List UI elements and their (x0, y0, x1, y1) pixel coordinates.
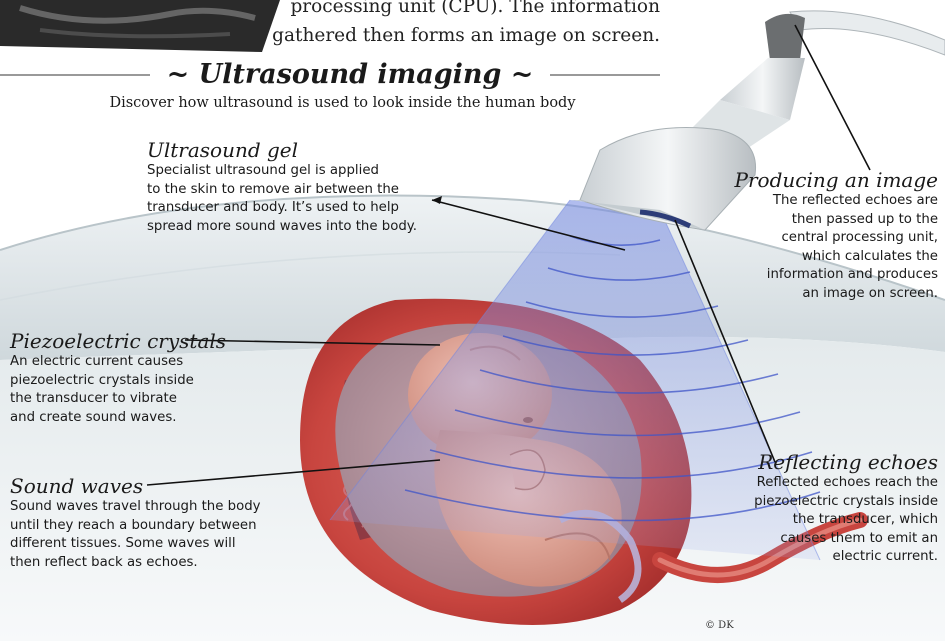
page-subtitle: Discover how ultrasound is used to look … (0, 93, 685, 113)
title-label: Ultrasound imaging (199, 59, 502, 90)
copyright-credit: © DK (705, 620, 734, 631)
label-body: The reflected echoes are then passed up … (700, 192, 938, 303)
label-body: An electric current causes piezoelectric… (10, 353, 230, 427)
title-ornament-right: ~ (501, 59, 533, 90)
label-heading: Producing an image (700, 168, 938, 192)
title-ornament-left: ~ (167, 59, 199, 90)
label-sound-waves: Sound waves Sound waves travel through t… (10, 474, 320, 572)
label-body: Reflected echoes reach the piezoelectric… (690, 474, 938, 567)
label-heading: Piezoelectric crystals (10, 329, 230, 353)
label-reflecting-echoes: Reflecting echoes Reflected echoes reach… (690, 450, 938, 567)
leader-producing (795, 25, 870, 170)
label-heading: Reflecting echoes (690, 450, 938, 474)
intro-text: processing unit (CPU). The information g… (270, 0, 660, 50)
page-title: ~ Ultrasound imaging ~ (160, 58, 540, 92)
label-heading: Sound waves (10, 474, 320, 498)
label-producing-image: Producing an image The reflected echoes … (700, 168, 938, 303)
label-heading: Ultrasound gel (147, 138, 447, 162)
title-bar: ~ Ultrasound imaging ~ (0, 58, 660, 92)
label-piezoelectric-crystals: Piezoelectric crystals An electric curre… (10, 329, 230, 427)
scan-thumbnail (0, 0, 280, 52)
label-body: Sound waves travel through the body unti… (10, 498, 320, 572)
label-ultrasound-gel: Ultrasound gel Specialist ultrasound gel… (147, 138, 447, 236)
label-body: Specialist ultrasound gel is applied to … (147, 162, 447, 236)
